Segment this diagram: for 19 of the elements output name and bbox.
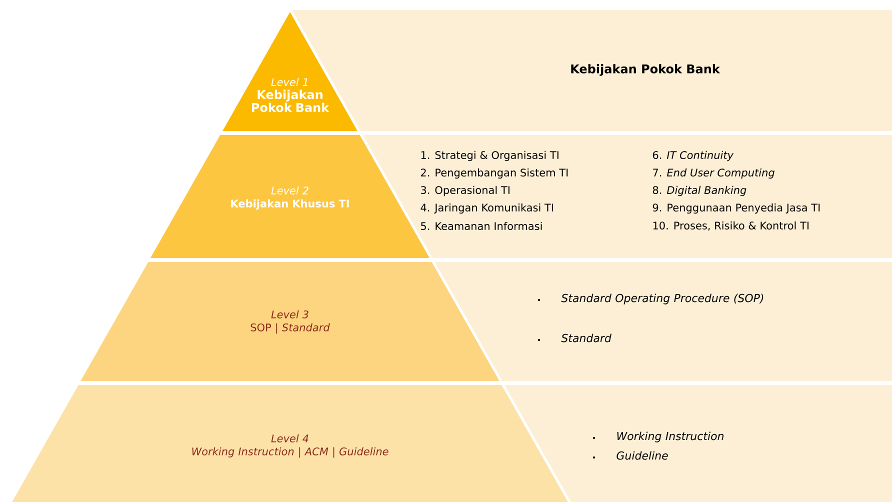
list-item: Standard — [561, 334, 612, 342]
bullet — [592, 456, 596, 459]
list-item: 6. IT Continuity — [652, 150, 734, 162]
list-item: Guideline — [616, 451, 668, 460]
bullet — [538, 338, 540, 342]
bullet — [538, 298, 540, 302]
pyramid-level: Level 1 Kebijakan Pokok Bank — [222, 12, 358, 131]
description-band — [434, 262, 892, 381]
list-item: Working Instruction — [617, 432, 724, 442]
bullet — [592, 436, 596, 440]
list-item: 9. Penggunaan Penyedia Jasa TI — [652, 203, 820, 214]
list-item: 8. Digital Banking — [652, 186, 746, 196]
pyramid-level: Level 3 SOP | Standard — [80, 262, 500, 381]
pyramid-level: Level 4 Working Instruction | ACM | Guideline — [12, 385, 568, 502]
description-band — [362, 135, 892, 258]
list-item: Standard Operating Procedure (SOP) — [561, 294, 764, 304]
description-band — [504, 385, 892, 502]
list-item: 10. Proses, Risiko & Kontrol TI — [653, 221, 808, 231]
list-item: 7. End User Computing — [653, 168, 774, 179]
